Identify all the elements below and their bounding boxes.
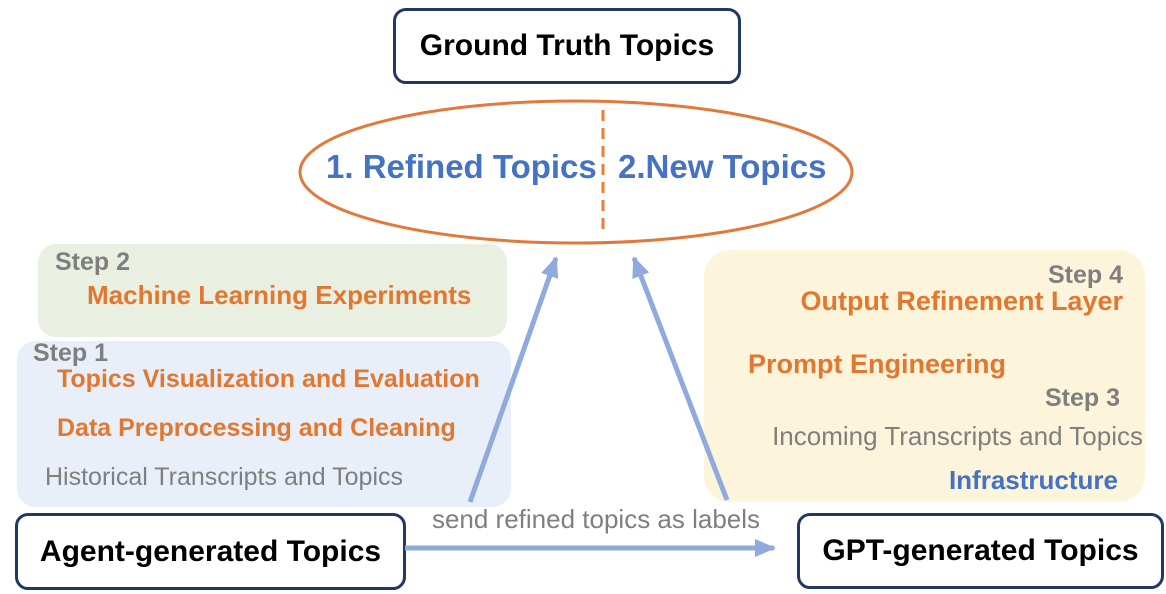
ground-truth-topics-label: Ground Truth Topics bbox=[419, 29, 715, 62]
gpt-generated-topics-box: GPT-generated Topics bbox=[797, 513, 1164, 589]
step1-line-data-preprocessing: Data Preprocessing and Cleaning bbox=[57, 414, 456, 442]
agent-generated-topics-label: Agent-generated Topics bbox=[39, 534, 382, 568]
step4-label: Step 4 bbox=[1047, 261, 1123, 289]
step2-panel bbox=[38, 244, 507, 337]
step2-label: Step 2 bbox=[55, 248, 131, 276]
send-refined-topics-label: send refined topics as labels bbox=[431, 504, 761, 534]
refined-topics-label: 1. Refined Topics bbox=[326, 148, 597, 185]
infrastructure-label: Infrastructure bbox=[948, 465, 1118, 495]
prompt-engineering-title: Prompt Engineering bbox=[748, 349, 1007, 379]
step4-title: Output Refinement Layer bbox=[800, 286, 1123, 316]
step3-label: Step 3 bbox=[1044, 384, 1120, 412]
incoming-transcripts-line: Incoming Transcripts and Topics bbox=[772, 421, 1143, 451]
step1-line-historical-transcripts: Historical Transcripts and Topics bbox=[45, 463, 404, 491]
new-topics-label: 2.New Topics bbox=[618, 148, 827, 185]
gpt-generated-topics-label: GPT-generated Topics bbox=[822, 534, 1139, 567]
step1-line-topics-visualization: Topics Visualization and Evaluation bbox=[57, 365, 480, 393]
step2-title: Machine Learning Experiments bbox=[87, 280, 472, 310]
step1-label: Step 1 bbox=[33, 339, 109, 367]
step1-panel bbox=[17, 341, 511, 507]
agent-generated-topics-box: Agent-generated Topics bbox=[15, 513, 406, 590]
ground-truth-topics-box: Ground Truth Topics bbox=[393, 8, 741, 84]
steps3-4-panel bbox=[704, 250, 1145, 502]
